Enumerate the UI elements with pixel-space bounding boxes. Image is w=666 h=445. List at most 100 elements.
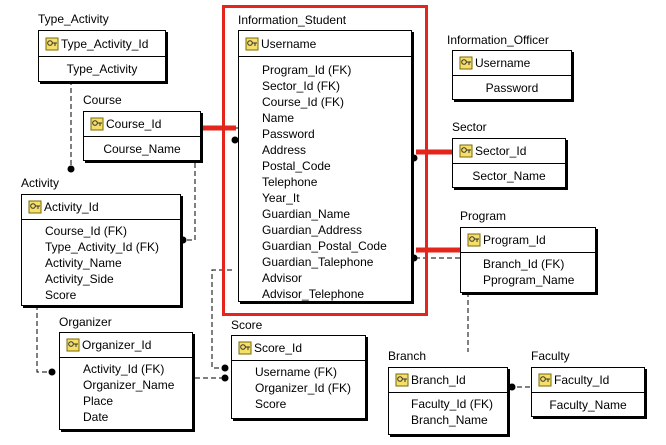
attribute: Course_Id (FK) [45,224,128,238]
end-dot [410,154,418,162]
attribute: Faculty_Id (FK) [411,397,494,411]
attribute: Pprogram_Name [483,273,575,287]
attribute: Branch_Id (FK) [483,257,565,271]
entity-information-officer[interactable]: Username Password [452,50,572,100]
end-dot [231,136,239,144]
primary-key-label: Score_Id [254,341,303,355]
attribute: Course_Id (FK) [262,95,345,109]
entity-body: Password [453,76,571,100]
entity-type-activity[interactable]: Type_Activity_Id Type_Activity [38,30,166,82]
entity-title: Organizer [59,315,112,329]
entity-header: Branch_Id [389,368,507,393]
primary-key-label: Type_Activity_Id [61,36,149,51]
entity-branch[interactable]: Branch_Id Faculty_Id (FK) Branch_Name [388,367,508,435]
attribute: Activity_Id (FK) [83,362,165,376]
entity-title: Course [83,93,122,107]
entity-header: Score_Id [232,336,365,361]
entity-title: Information_Officer [447,33,549,47]
entity-header: Organizer_Id [60,333,192,358]
attribute: Name [262,111,295,125]
entity-title: Program [460,209,507,223]
end-dot [67,165,75,173]
entity-header: Type_Activity_Id [39,31,165,57]
entity-header: Activity_Id [22,195,180,220]
entity-body: Program_Id (FK) Sector_Id (FK) Course_Id… [239,57,411,302]
entity-header: Sector_Id [453,139,565,164]
student-highlight-frame [222,5,428,316]
primary-key-label: Faculty_Id [554,373,610,387]
attribute: Faculty_Name [549,398,627,412]
attribute: Address [262,143,307,157]
entity-activity[interactable]: Activity_Id Course_Id (FK) Type_Activity… [21,194,181,306]
attribute: Place [83,394,114,408]
end-dot [179,236,187,244]
end-dot [410,254,418,262]
entity-header: Username [453,51,571,76]
attribute: Guardian_Address [262,223,363,237]
rel-course-activity [180,155,196,241]
rel-activity-organizer [36,305,55,373]
entity-body: Faculty_Name [532,393,644,417]
key-icon [66,338,80,352]
entity-course[interactable]: Course_Id Course_Name [83,111,201,161]
key-icon [538,373,552,387]
primary-key-label: Course_Id [106,117,162,131]
attribute: Guardian_Name [262,207,351,221]
key-icon [245,37,259,50]
entity-header: Username [239,31,411,57]
primary-key-label: Branch_Id [411,373,466,387]
attribute: Activity_Side [45,272,114,286]
attribute: Guardian_Talephone [262,255,374,269]
primary-key-label: Organizer_Id [82,338,152,352]
entity-header: Course_Id [84,112,200,137]
attribute: Program_Id (FK) [262,63,352,77]
entity-header: Faculty_Id [532,368,644,393]
entity-title: Score [231,318,263,332]
attribute: Score [255,397,287,411]
primary-key-label: Username [261,36,317,51]
entity-title: Branch [388,349,427,363]
entity-header: Program_Id [461,228,595,253]
key-icon [459,144,473,158]
attribute: Postal_Code [262,159,331,173]
attribute: Advisor_Telephone [262,287,365,301]
primary-key-label: Sector_Id [475,144,527,158]
entity-information-student[interactable]: Username Program_Id (FK) Sector_Id (FK) … [238,30,412,302]
attribute: Guardian_Postal_Code [262,239,387,253]
attribute: Username (FK) [255,365,338,379]
entity-body: Sector_Name [453,164,565,188]
primary-key-label: Program_Id [483,233,546,247]
entity-body: Branch_Id (FK) Pprogram_Name [461,253,595,288]
attribute: Branch_Name [411,413,488,427]
key-icon [28,200,42,214]
key-icon [395,373,409,387]
attribute: Activity_Name [45,256,122,270]
attribute: Password [485,81,539,95]
entity-sector[interactable]: Sector_Id Sector_Name [452,138,566,188]
entity-score[interactable]: Score_Id Username (FK) Organizer_Id (FK)… [231,335,366,419]
entity-body: Course_Id (FK) Type_Activity_Id (FK) Act… [22,220,180,303]
attribute: Organizer_Name [83,378,175,392]
attribute: Date [83,410,109,424]
entity-program[interactable]: Program_Id Branch_Id (FK) Pprogram_Name [460,227,596,293]
end-dot [221,364,229,372]
entity-organizer[interactable]: Organizer_Id Activity_Id (FK) Organizer_… [59,332,193,430]
entity-body: Activity_Id (FK) Organizer_Name Place Da… [60,358,192,425]
key-icon [90,117,104,131]
entity-body: Faculty_Id (FK) Branch_Name [389,393,507,428]
attribute: Course_Name [103,142,181,156]
entity-title: Activity [21,176,60,190]
entity-title: Sector [452,120,487,134]
attribute: Sector_Name [472,169,546,183]
primary-key-label: Username [475,56,531,70]
attribute: Sector_Id (FK) [262,79,341,93]
attribute: Score [45,288,77,302]
attribute: Telephone [262,175,318,189]
entity-title: Information_Student [238,13,347,27]
entity-faculty[interactable]: Faculty_Id Faculty_Name [531,367,645,417]
entity-title: Faculty [531,349,570,363]
attribute: Year_It [262,191,300,205]
attribute: Password [262,127,315,141]
attribute: Organizer_Id (FK) [255,381,352,395]
entity-body: Course_Name [84,137,200,161]
